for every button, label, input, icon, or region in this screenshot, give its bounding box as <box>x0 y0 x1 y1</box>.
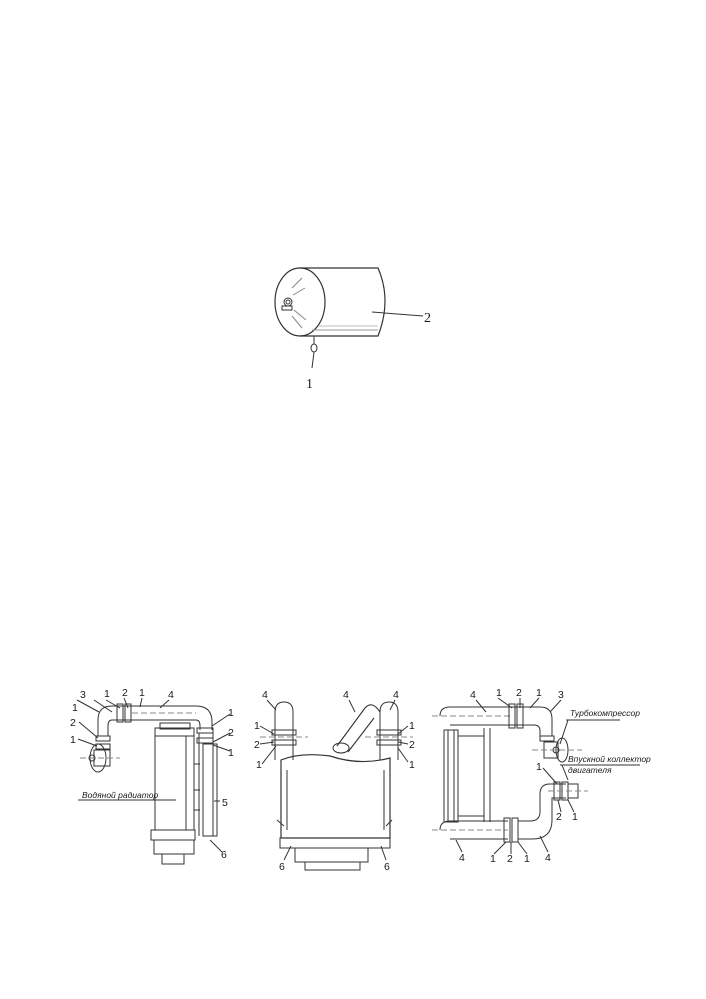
left-view-callouts: 3 1 1 2 1 4 2 1 1 2 1 5 6 Водяной радиат… <box>70 687 234 861</box>
callout: 1 <box>536 761 542 773</box>
callout: 6 <box>384 861 390 873</box>
callout: 4 <box>393 689 399 701</box>
callout: 1 <box>490 853 496 865</box>
callout: 2 <box>122 687 128 699</box>
callout: 6 <box>221 849 227 861</box>
water-radiator-label: Водяной радиатор <box>82 790 158 800</box>
callout: 1 <box>104 688 110 700</box>
callout: 2 <box>254 739 260 751</box>
callout: 1 <box>72 702 78 714</box>
callout: 2 <box>507 853 513 865</box>
callout: 3 <box>558 689 564 701</box>
callout: 1 <box>572 811 578 823</box>
callout: 1 <box>256 759 262 771</box>
receiver-callouts: 1 2 <box>306 311 431 392</box>
callout: 1 <box>70 734 76 746</box>
callout: 4 <box>262 689 268 701</box>
turbocompressor-label: Турбокомпрессор <box>570 708 640 718</box>
callout: 4 <box>459 852 465 864</box>
air-receiver <box>274 267 424 369</box>
callout: 3 <box>80 689 86 701</box>
callout: 2 <box>516 687 522 699</box>
callout: 1 <box>409 720 415 732</box>
intercooler-middle-view <box>259 699 413 871</box>
callout: 1 <box>524 853 530 865</box>
intercooler-left-view <box>76 697 231 865</box>
callout: 4 <box>545 852 551 864</box>
engine-label: двигателя <box>568 765 612 775</box>
callout: 1 <box>228 747 234 759</box>
intake-manifold-label: Впускной коллектор <box>568 754 651 764</box>
callout: 1 <box>254 720 260 732</box>
callout: 1 <box>496 687 502 699</box>
callout: 2 <box>228 727 234 739</box>
callout: 6 <box>279 861 285 873</box>
callout: 2 <box>409 739 415 751</box>
right-view-callouts: 4 1 2 1 3 1 2 1 4 1 2 1 4 Турбокомпрессо… <box>459 687 651 865</box>
middle-view-callouts: 4 4 4 1 2 1 1 2 1 6 6 <box>254 689 415 873</box>
intercooler-right-view <box>432 697 640 855</box>
callout-2: 2 <box>424 311 431 326</box>
callout-1: 1 <box>306 377 313 392</box>
callout: 1 <box>409 759 415 771</box>
callout: 4 <box>343 689 349 701</box>
callout: 2 <box>556 811 562 823</box>
callout: 4 <box>470 689 476 701</box>
callout: 1 <box>228 707 234 719</box>
callout: 4 <box>168 689 174 701</box>
callout: 5 <box>222 797 228 809</box>
callout: 1 <box>536 687 542 699</box>
callout: 2 <box>70 717 76 729</box>
callout: 1 <box>139 687 145 699</box>
